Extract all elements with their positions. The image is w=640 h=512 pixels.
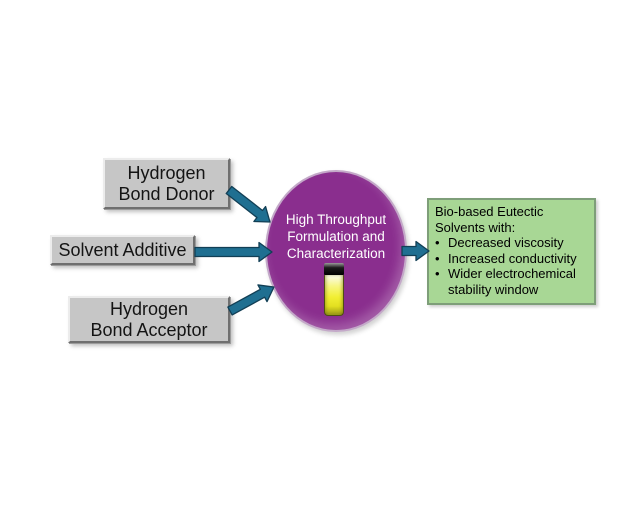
list-item: • Wider electrochemical stability window bbox=[435, 266, 589, 297]
input-box-hydrogen-bond-acceptor: Hydrogen Bond Acceptor bbox=[68, 296, 230, 343]
bullet-text: Wider electrochemical stability window bbox=[448, 266, 576, 297]
vial-liquid bbox=[324, 275, 344, 316]
output-title-line: Solvents with: bbox=[435, 219, 516, 235]
input-box-solvent-additive: Solvent Additive bbox=[50, 235, 195, 265]
box-label-line: Bond Acceptor bbox=[90, 319, 208, 340]
output-box-eutectic-solvents: Bio-based Eutectic Solvents with: • Decr… bbox=[427, 198, 596, 305]
arrow-additive-to-process bbox=[194, 241, 273, 263]
input-box-hydrogen-bond-donor: Hydrogen Bond Donor bbox=[103, 158, 230, 209]
box-label-line: Hydrogen bbox=[109, 298, 189, 319]
box-label-line: Hydrogen bbox=[127, 162, 206, 183]
box-label-line: Bond Donor bbox=[118, 183, 215, 204]
list-item: • Increased conductivity bbox=[435, 251, 589, 267]
bullet-glyph: • bbox=[435, 250, 440, 266]
bullet-text: Decreased viscosity bbox=[448, 235, 564, 250]
output-bullet-list: • Decreased viscosity • Increased conduc… bbox=[435, 235, 589, 297]
process-label-line: Characterization bbox=[286, 246, 386, 261]
bullet-glyph: • bbox=[435, 235, 440, 250]
vial-cap bbox=[324, 263, 344, 275]
bullet-text: Increased conductivity bbox=[448, 250, 577, 266]
process-label: High Throughput Formulation and Characte… bbox=[267, 211, 405, 262]
bullet-glyph: • bbox=[435, 266, 440, 281]
box-label-line: Solvent Additive bbox=[58, 239, 187, 260]
output-title-line: Bio-based Eutectic bbox=[435, 204, 544, 219]
process-ellipse: High Throughput Formulation and Characte… bbox=[265, 170, 407, 332]
vial-icon bbox=[324, 263, 344, 316]
list-item: • Decreased viscosity bbox=[435, 235, 589, 251]
process-label-line: Formulation and bbox=[287, 229, 385, 244]
process-label-line: High Throughput bbox=[285, 212, 387, 227]
